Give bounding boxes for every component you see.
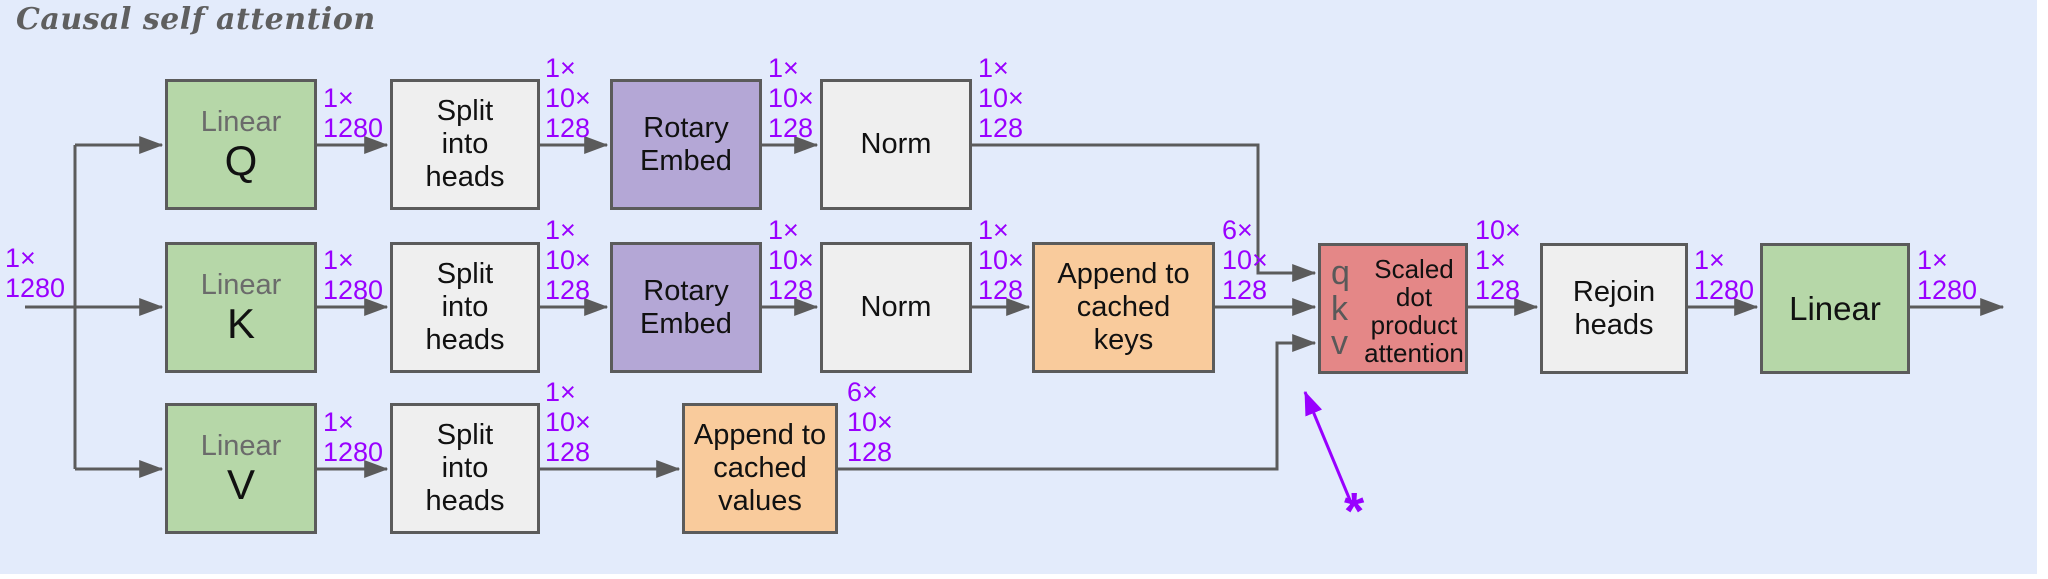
box-rotary-embed-k: Rotary Embed	[610, 242, 762, 373]
box-linear-q-label: Q	[224, 136, 258, 184]
box-scaled-dot-product-attention: q k v Scaled dot product attention	[1318, 243, 1468, 374]
box-rotary-embed-k-label: Rotary Embed	[640, 274, 732, 340]
box-linear-v: Linear V	[165, 403, 317, 534]
arrow-v-append-attention	[838, 334, 1317, 471]
box-norm-q-label: Norm	[860, 128, 932, 160]
dim-k-split-out: 1× 10× 128	[545, 215, 591, 305]
box-linear-k-label: K	[226, 299, 255, 347]
box-linear-q: Linear Q	[165, 79, 317, 210]
box-linear-out: Linear	[1760, 243, 1910, 374]
box-norm-k-label: Norm	[860, 291, 932, 323]
attention-port-k: k	[1331, 290, 1348, 328]
box-linear-q-prefix: Linear	[200, 105, 282, 138]
box-split-heads-k-label: Split into heads	[425, 258, 505, 356]
dim-attention-out: 10× 1× 128	[1475, 215, 1521, 305]
diagram-title: Causal self attention	[16, 2, 376, 37]
box-split-heads-v: Split into heads	[390, 403, 540, 534]
box-split-heads-q: Split into heads	[390, 79, 540, 210]
box-norm-k: Norm	[820, 242, 972, 373]
dim-q-norm-out: 1× 10× 128	[978, 53, 1024, 143]
box-rotary-embed-q: Rotary Embed	[610, 79, 762, 210]
dim-k-append-out: 6× 10× 128	[1222, 215, 1268, 305]
box-append-cached-keys: Append to cached keys	[1032, 242, 1215, 373]
dim-v-split-out: 1× 10× 128	[545, 377, 591, 467]
arrow-q-norm-attention	[972, 143, 1317, 282]
box-split-heads-k: Split into heads	[390, 242, 540, 373]
box-append-cached-values-label: Append to cached values	[693, 419, 827, 517]
box-linear-v-prefix: Linear	[200, 429, 282, 462]
box-linear-k: Linear K	[165, 242, 317, 373]
dim-k-linear-out: 1× 1280	[323, 245, 384, 305]
box-attention-label: Scaled dot product attention	[1364, 254, 1464, 368]
dim-q-linear-out: 1× 1280	[323, 83, 384, 143]
dim-q-rotary-out: 1× 10× 128	[768, 53, 814, 143]
box-append-cached-keys-label: Append to cached keys	[1057, 258, 1190, 356]
dim-k-norm-out: 1× 10× 128	[978, 215, 1024, 305]
annotation-arrow	[1303, 390, 1354, 506]
dim-final-out: 1× 1280	[1917, 245, 1978, 305]
box-append-cached-values: Append to cached values	[682, 403, 838, 534]
dim-input: 1× 1280	[5, 243, 66, 303]
box-linear-v-label: V	[226, 460, 255, 508]
box-split-heads-v-label: Split into heads	[425, 419, 505, 517]
dim-k-rotary-out: 1× 10× 128	[768, 215, 814, 305]
dim-q-split-out: 1× 10× 128	[545, 53, 591, 143]
annotation-asterisk: *	[1344, 483, 1365, 541]
box-rotary-embed-q-label: Rotary Embed	[640, 111, 732, 177]
dim-v-append-out: 6× 10× 128	[847, 377, 893, 467]
box-rejoin-heads: Rejoin heads	[1540, 243, 1688, 374]
box-linear-out-label: Linear	[1789, 290, 1881, 327]
box-rejoin-heads-label: Rejoin heads	[1572, 275, 1656, 341]
dim-rejoin-out: 1× 1280	[1694, 245, 1755, 305]
box-linear-k-prefix: Linear	[200, 268, 282, 301]
box-split-heads-q-label: Split into heads	[425, 95, 505, 193]
box-norm-q: Norm	[820, 79, 972, 210]
attention-port-q: q	[1331, 254, 1350, 292]
dim-v-linear-out: 1× 1280	[323, 407, 384, 467]
attention-port-v: v	[1331, 324, 1348, 362]
